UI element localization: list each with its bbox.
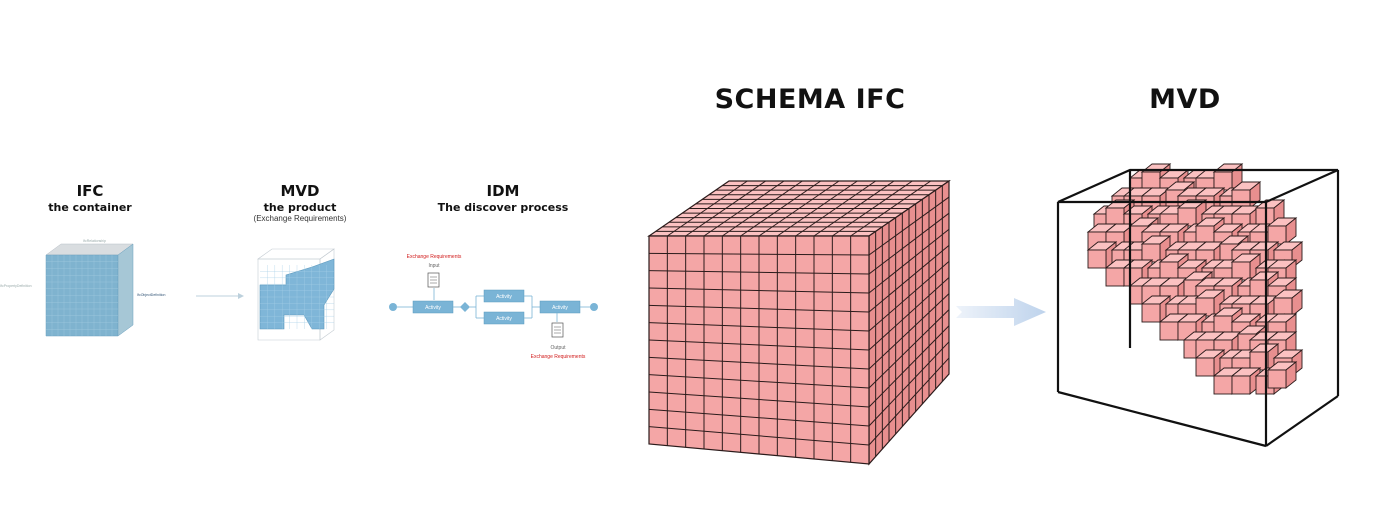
activity-label-4: Activity xyxy=(552,305,568,311)
mvd-title: MVD xyxy=(1149,84,1221,115)
activity-label-3: Activity xyxy=(496,316,512,322)
idm-title: IDM xyxy=(486,182,520,200)
mvd-small-subtitle: the product xyxy=(263,201,337,214)
ifc-container-cube: IfcRelationship IfcPropertyDefinition If… xyxy=(0,239,165,337)
idm-output-requirements: Exchange Requirements xyxy=(531,354,586,360)
output-document-icon xyxy=(551,322,564,338)
ifc-subtitle: the container xyxy=(48,201,132,214)
idm-output-label: Output xyxy=(550,345,566,351)
activity-label-2: Activity xyxy=(496,294,512,300)
ifc-label-top: IfcRelationship xyxy=(83,239,106,243)
ifc-label-left: IfcPropertyDefinition xyxy=(0,284,32,288)
schema-to-mvd-arrow xyxy=(956,298,1046,326)
ifc-title: IFC xyxy=(76,182,104,200)
idm-subtitle: The discover process xyxy=(437,201,569,214)
gateway-split-icon xyxy=(460,302,470,312)
end-event-icon xyxy=(590,303,598,311)
activity-label-1: Activity xyxy=(425,305,441,311)
ifc-label-right: IfcObjectDefinition xyxy=(137,293,165,297)
idm-input-requirements: Exchange Requirements xyxy=(407,254,462,260)
ifc-to-mvd-arrow xyxy=(196,293,244,299)
mvd-small-title: MVD xyxy=(280,182,320,200)
start-event-icon xyxy=(389,303,397,311)
idm-input-label: Input xyxy=(428,263,440,269)
input-document-icon xyxy=(427,272,440,288)
mvd-subset-cube xyxy=(1056,163,1340,448)
mvd-small-note: (Exchange Requirements) xyxy=(253,214,347,223)
schema-ifc-title: SCHEMA IFC xyxy=(714,84,906,115)
idm-process-flow: Exchange Requirements Input Activity Act… xyxy=(389,254,598,360)
schema-ifc-cube xyxy=(647,179,951,466)
mvd-small-shape xyxy=(257,248,335,341)
mvd-wireframe-box xyxy=(1056,168,1340,448)
